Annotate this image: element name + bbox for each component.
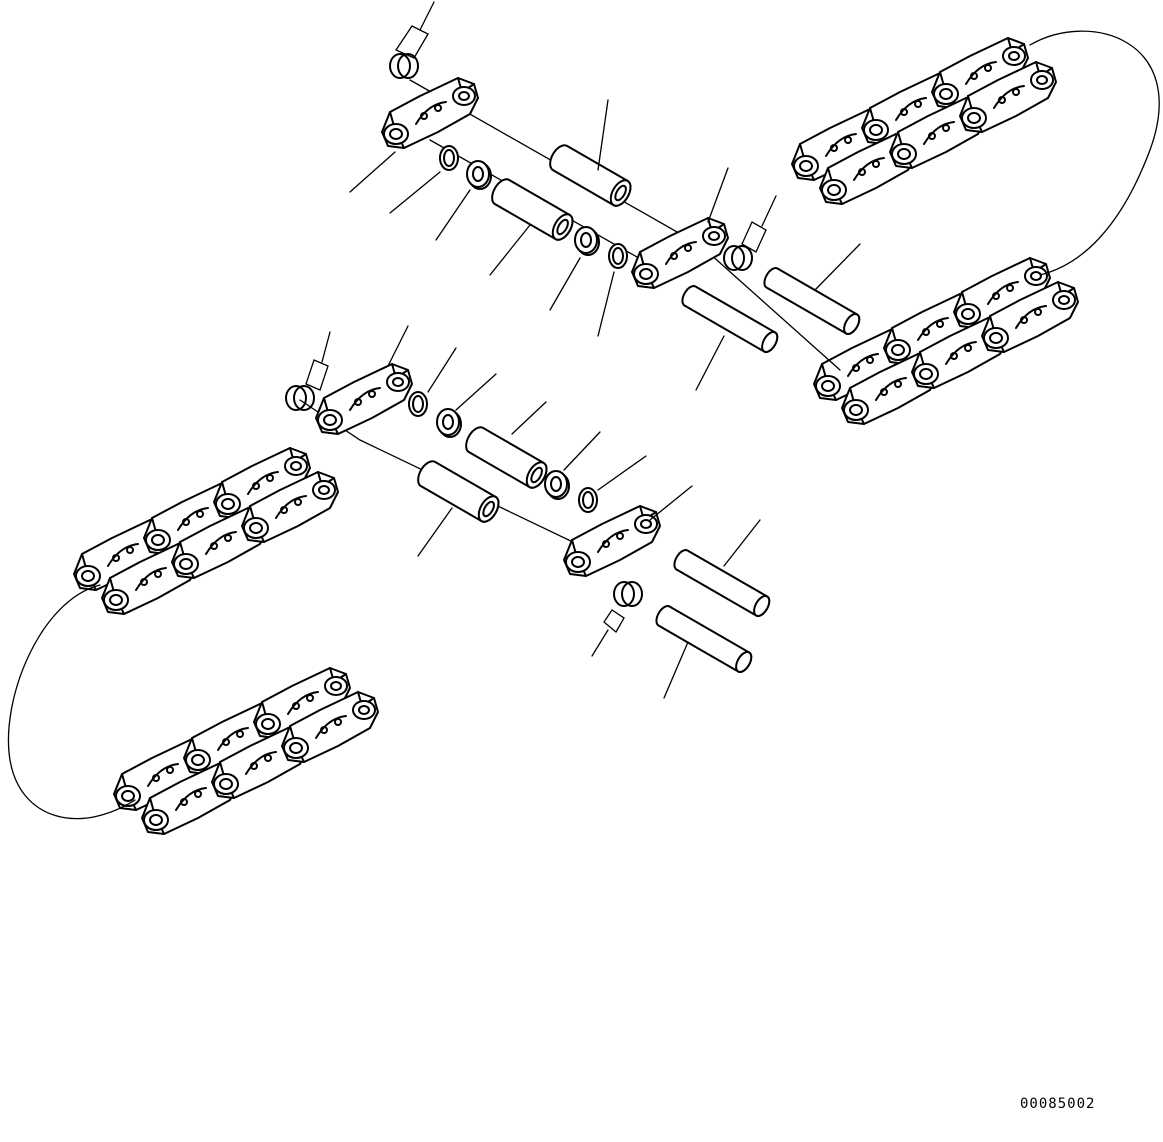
pin-lower-1	[670, 546, 774, 620]
seal-ring-upper-2	[608, 243, 628, 269]
snap-ring-upper-2	[723, 245, 753, 271]
chain-continuation-arc-left	[7, 584, 136, 820]
pin-upper-1	[760, 264, 864, 338]
spacer-lower-1	[436, 408, 462, 438]
snap-ring-lower-2	[613, 581, 643, 607]
seal-ring-upper-1	[439, 145, 459, 171]
track-chain-lower-left-2	[114, 668, 378, 834]
track-chain-upper-right-2	[814, 258, 1078, 424]
master-link-upper-left	[381, 77, 479, 149]
spacer-upper-2	[574, 226, 600, 256]
bushing-lower-1	[461, 422, 552, 493]
pin-lower-2	[652, 602, 756, 676]
seal-ring-lower-2	[578, 487, 598, 513]
drawing-reference-code: 00085002	[1020, 1096, 1096, 1112]
bushing-lower-2	[413, 456, 504, 527]
pin-upper-2	[678, 282, 782, 356]
bushing-upper-2	[487, 174, 578, 245]
seal-ring-lower-1	[408, 391, 428, 417]
master-link-upper-right	[631, 217, 729, 289]
master-link-lower-left	[315, 363, 413, 435]
chain-continuation-arc-right	[1029, 30, 1160, 276]
spacer-lower-2	[544, 470, 570, 500]
spacer-upper-1	[466, 160, 492, 190]
bushing-upper-1	[545, 140, 636, 211]
track-chain-upper-right-1	[792, 38, 1056, 204]
track-chain-lower-left-1	[74, 448, 338, 614]
master-link-lower-right	[563, 505, 661, 577]
